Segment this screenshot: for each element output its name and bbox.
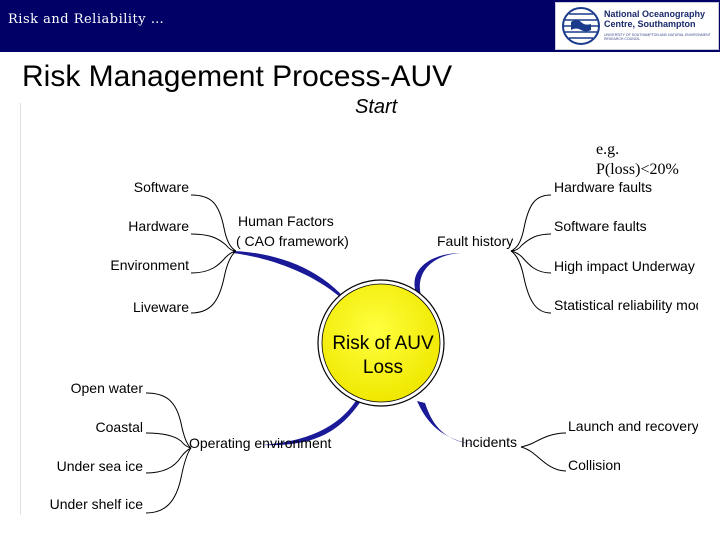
branch-sublabel-human-factors: ( CAO framework) bbox=[236, 233, 349, 249]
leaf-human-factors-1: Hardware bbox=[128, 218, 189, 234]
branch-label-fault-history: Fault history bbox=[437, 233, 513, 249]
leaf-human-factors-3: Liveware bbox=[133, 299, 189, 315]
leaf-human-factors-2: Environment bbox=[110, 257, 189, 273]
header-title: Risk and Reliability … bbox=[8, 12, 165, 27]
slide-title: Risk Management Process-AUV bbox=[22, 60, 453, 93]
center-label-line1: Risk of AUV bbox=[332, 333, 434, 354]
mindmap-diagram: Risk of AUV Loss Human Factors ( CAO fra… bbox=[20, 103, 714, 515]
branch-operating-environment bbox=[261, 399, 361, 446]
branch-label-incidents: Incidents bbox=[461, 434, 517, 450]
leaf-operating-environment-2: Under sea ice bbox=[57, 458, 144, 474]
branch-label-human-factors: Human Factors bbox=[238, 213, 334, 229]
noc-logo: National Oceanography Centre, Southampto… bbox=[555, 2, 719, 50]
start-label: Start bbox=[355, 96, 398, 118]
leaf-incidents-1: Collision bbox=[568, 457, 621, 473]
leaf-incidents-0: Launch and recovery bbox=[568, 418, 698, 434]
example-note-line1: e.g. bbox=[596, 141, 620, 158]
example-note-line2: P(loss)<20% bbox=[596, 161, 679, 178]
logo-subtitle: UNIVERSITY OF SOUTHAMPTON AND NATURAL EN… bbox=[604, 33, 711, 41]
globe-icon bbox=[562, 7, 600, 45]
fault-history-connectors bbox=[510, 194, 552, 314]
example-note: e.g. P(loss)<20% bbox=[596, 140, 679, 180]
leaf-fault-history-1: Software faults bbox=[554, 218, 647, 234]
branch-label-operating-environment: Operating environment bbox=[189, 435, 332, 451]
branch-incidents bbox=[417, 401, 476, 445]
header-banner: Risk and Reliability … National Oceanogr… bbox=[0, 0, 720, 52]
incidents-connectors bbox=[520, 432, 567, 472]
branch-human-factors bbox=[233, 251, 359, 318]
center-label-line2: Loss bbox=[363, 357, 403, 378]
leaf-fault-history-3: Statistical reliability model bbox=[554, 297, 698, 313]
leaf-fault-history-0: Hardware faults bbox=[554, 179, 652, 195]
logo-name: National Oceanography Centre, Southampto… bbox=[604, 9, 706, 29]
leaf-operating-environment-1: Coastal bbox=[96, 419, 143, 435]
center-node: Risk of AUV Loss bbox=[317, 279, 445, 407]
leaf-operating-environment-0: Open water bbox=[71, 380, 144, 396]
human-factors-connectors bbox=[190, 194, 237, 314]
leaf-fault-history-2: High impact Underway bbox=[554, 258, 695, 274]
operating-environment-connectors bbox=[145, 392, 192, 514]
leaf-human-factors-0: Software bbox=[134, 179, 189, 195]
leaf-operating-environment-3: Under shelf ice bbox=[50, 496, 144, 512]
mindmap-svg: Risk of AUV Loss Human Factors ( CAO fra… bbox=[50, 179, 714, 514]
